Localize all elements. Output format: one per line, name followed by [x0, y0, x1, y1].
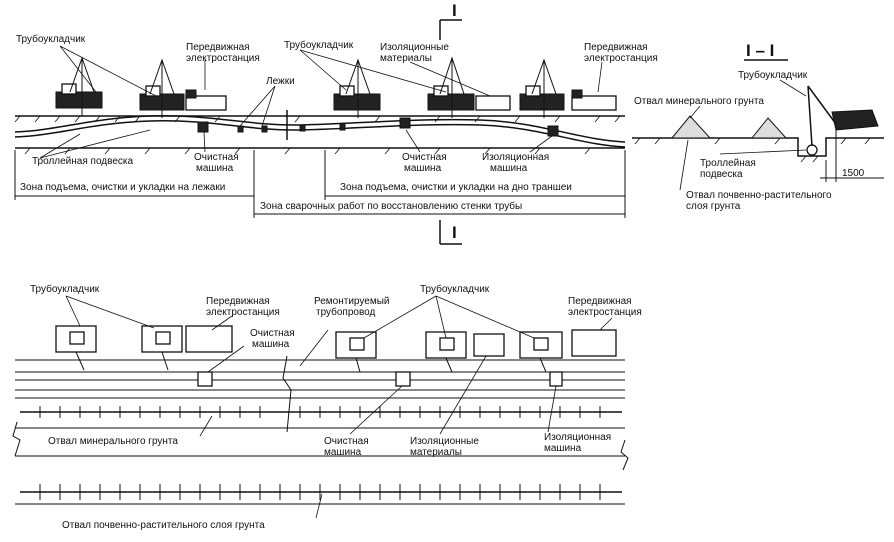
plan-insulation-machine-line2: машина — [544, 443, 582, 454]
section-title: I – I — [746, 41, 774, 60]
top-pipelayer-2-label: Трубоукладчик — [284, 39, 354, 51]
top-power-station-1-line2: электростанция — [186, 53, 260, 64]
plan-power-station-2-line1: Передвижная — [568, 296, 632, 307]
skids — [237, 123, 346, 133]
section-pipelayer-label: Трубоукладчик — [738, 69, 808, 81]
section-ground-hatching — [634, 137, 871, 163]
top-cleaning-machine-2-line2: машина — [404, 163, 442, 174]
plan-power-station-1-line1: Передвижная — [206, 296, 270, 307]
section-topsoil-line1: Отвал почвенно-растительного — [686, 190, 832, 201]
plan-topsoil-dump-ticks — [39, 484, 601, 500]
top-insulation-materials-line2: материалы — [380, 53, 432, 64]
top-skids-label: Лежки — [266, 76, 295, 87]
plan-repaired-pipeline-line2: трубопровод — [316, 306, 376, 318]
section-mark-top-label: I — [452, 1, 457, 20]
plan-insulation-machine-line1: Изоляционная — [544, 432, 611, 443]
plan-power-station-1 — [185, 325, 233, 353]
plan-power-station-2 — [571, 329, 617, 357]
cleaning-machine-1-body — [197, 121, 209, 133]
insulation-machine-body — [547, 125, 559, 137]
plan-pipelayer-2 — [141, 325, 183, 371]
top-cleaning-machine-2-line1: Очистная — [402, 152, 447, 163]
cross-section-view: I – I Трубоукладчик Отвал минерального г… — [632, 41, 884, 212]
plan-insulation-machine — [549, 371, 563, 387]
plan-long-lines — [15, 359, 625, 505]
section-dimension-label: 1500 — [842, 168, 865, 179]
plan-pipelayer-3 — [335, 331, 377, 373]
section-pipelayer — [807, 85, 879, 147]
top-trolley-suspension-label: Троллейная подвеска — [32, 156, 133, 167]
plan-cleaning-machine-1-line1: Очистная — [250, 328, 295, 339]
pipelayer-crane-1 — [55, 56, 103, 116]
plan-pipelayer-4 — [425, 331, 467, 373]
plan-insulation-materials-line2: материалы — [410, 447, 462, 458]
plan-pipelayer-1-label: Трубоукладчик — [30, 283, 100, 295]
top-power-station-2-line1: Передвижная — [584, 42, 648, 53]
plan-cleaning-machine-2-line2: машина — [324, 447, 362, 458]
plan-cleaning-machine-2-line1: Очистная — [324, 436, 369, 447]
section-ground — [632, 137, 884, 157]
plan-power-station-1-line2: электростанция — [206, 307, 280, 318]
pipelayer-crane-2 — [139, 58, 185, 118]
top-power-station-1-line1: Передвижная — [186, 42, 250, 53]
zone-dimension-lines — [14, 150, 626, 218]
zone-welding-label: Зона сварочных работ по восстановлению с… — [260, 200, 522, 212]
power-station-2 — [571, 89, 617, 111]
plan-pipelayer-2-label: Трубоукладчик — [420, 283, 490, 295]
mineral-soil-heap-2 — [750, 117, 788, 139]
elevation-leaders — [39, 45, 603, 159]
pipelayer-crane-5 — [519, 58, 565, 118]
plan-pipelayer-5 — [519, 331, 563, 373]
pipelayer-crane-3 — [333, 58, 381, 118]
pipelayer-crane-4 — [427, 56, 475, 118]
section-trolley-line2: подвеска — [700, 169, 743, 180]
elevation-view: I I Трубоукладчик Передвижная электроста… — [14, 1, 658, 245]
section-mineral-dump-label: Отвал минерального грунта — [634, 96, 764, 107]
section-mark-bottom-label: I — [452, 223, 457, 242]
section-mark-bottom: I — [439, 220, 462, 245]
plan-mineral-dump-ticks — [39, 406, 601, 418]
plan-cleaning-machine-1-line2: машина — [252, 339, 290, 350]
zone-lift-trench-label: Зона подъема, очистки и укладки на дно т… — [340, 182, 572, 193]
plan-pipelayer-1 — [55, 325, 97, 371]
zone-lift-skids-label: Зона подъема, очистки и укладки на лежак… — [20, 182, 225, 193]
plan-leaders — [65, 295, 613, 519]
plan-repaired-pipeline-line1: Ремонтируемый — [314, 296, 389, 307]
top-cleaning-machine-1-line2: машина — [196, 163, 234, 174]
power-station-1 — [185, 89, 227, 111]
top-insulation-machine-line1: Изоляционная — [482, 152, 549, 163]
plan-mineral-dump-label: Отвал минерального грунта — [48, 436, 178, 447]
plan-insulation-materials-line1: Изоляционные — [410, 436, 479, 447]
section-trolley-line1: Троллейная — [700, 158, 756, 169]
plan-insulation-materials — [473, 333, 505, 357]
section-topsoil-line2: слоя грунта — [686, 201, 741, 212]
plan-cleaning-machine-2 — [395, 371, 411, 387]
top-pipelayer-1-label: Трубоукладчик — [16, 33, 86, 45]
cleaning-machine-2-body — [399, 117, 411, 129]
pipe-cross-section — [806, 144, 818, 156]
plan-break-marks — [12, 355, 629, 471]
top-insulation-materials-line1: Изоляционные — [380, 42, 449, 53]
ground-hatching — [14, 115, 621, 123]
plan-view: Трубоукладчик Передвижная электростанция… — [12, 283, 642, 531]
top-cleaning-machine-1-line1: Очистная — [194, 152, 239, 163]
plan-cleaning-machine-1 — [197, 371, 213, 387]
section-leaders — [679, 79, 807, 191]
top-insulation-machine-line2: машина — [490, 163, 528, 174]
section-mark-top: I — [439, 1, 462, 40]
plan-topsoil-dump-label: Отвал почвенно-растительного слоя грунта — [62, 520, 265, 531]
mineral-soil-heap-1 — [670, 115, 712, 139]
insulation-materials-cart — [475, 95, 511, 111]
plan-power-station-2-line2: электростанция — [568, 307, 642, 318]
top-power-station-2-line2: электростанция — [584, 53, 658, 64]
